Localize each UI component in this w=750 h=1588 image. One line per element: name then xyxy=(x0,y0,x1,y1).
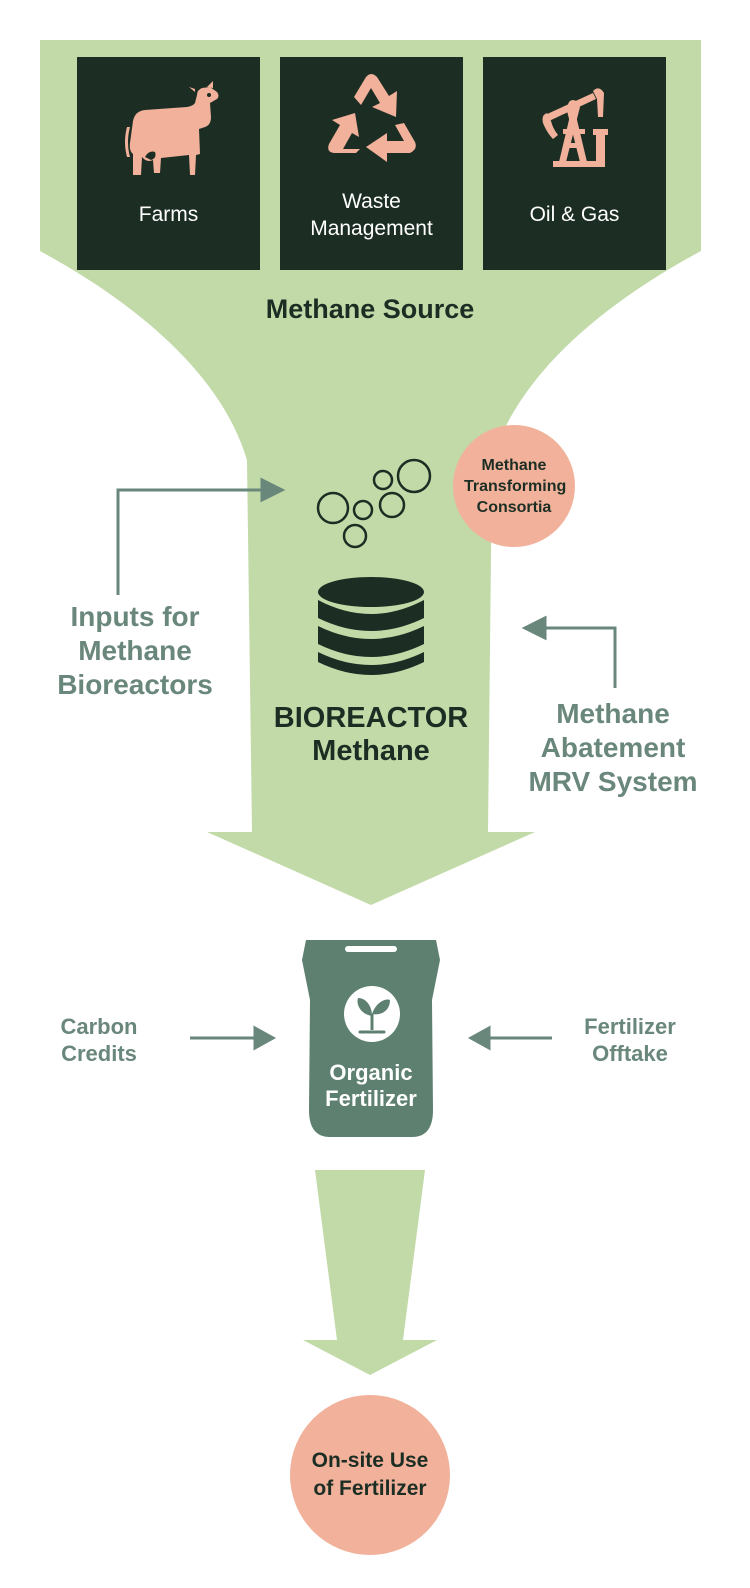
methane-consortia-badge: Methane Transforming Consortia xyxy=(453,425,575,547)
source-waste-management: Waste Management xyxy=(280,57,463,270)
organic-fertilizer-label: Organic Fertilizer xyxy=(325,1060,417,1111)
source-label: Oil & Gas xyxy=(529,203,620,226)
bioreactor-heading: BIOREACTOR xyxy=(273,702,469,734)
bubbles-icon xyxy=(316,458,432,549)
cow-icon xyxy=(125,81,219,175)
carbon-credits-label: Carbon Credits xyxy=(60,1014,138,1066)
recycle-icon xyxy=(328,74,416,162)
source-oil-gas: Oil & Gas xyxy=(483,57,666,270)
source-label: Farms xyxy=(138,203,199,226)
source-farms: Farms xyxy=(77,57,260,270)
methane-source-title: Methane Source xyxy=(265,294,475,324)
bioreactor-title: BIOREACTOR Methane xyxy=(230,702,512,768)
oil-pump-icon xyxy=(542,88,608,167)
source-label: Waste Management xyxy=(310,190,433,240)
fertilizer-bag-icon xyxy=(302,940,440,1137)
consortia-label: Methane Transforming Consortia xyxy=(464,456,567,516)
inputs-label: Inputs for Methane Bioreactors xyxy=(57,601,213,700)
lower-funnel-shape xyxy=(303,1170,437,1375)
bioreactor-icon xyxy=(318,577,424,675)
bioreactor-subtitle: Methane xyxy=(312,735,430,767)
onsite-label: On-site Use of Fertilizer xyxy=(311,1449,429,1500)
fertilizer-offtake-label: Fertilizer Offtake xyxy=(584,1014,676,1066)
carbon-credits-arrow xyxy=(190,1025,277,1051)
mrv-arrow xyxy=(521,615,617,688)
offtake-arrow xyxy=(467,1025,552,1051)
inputs-arrow xyxy=(116,477,286,595)
onsite-use-badge: On-site Use of Fertilizer xyxy=(290,1395,450,1555)
mrv-label: Methane Abatement MRV System xyxy=(528,698,698,797)
